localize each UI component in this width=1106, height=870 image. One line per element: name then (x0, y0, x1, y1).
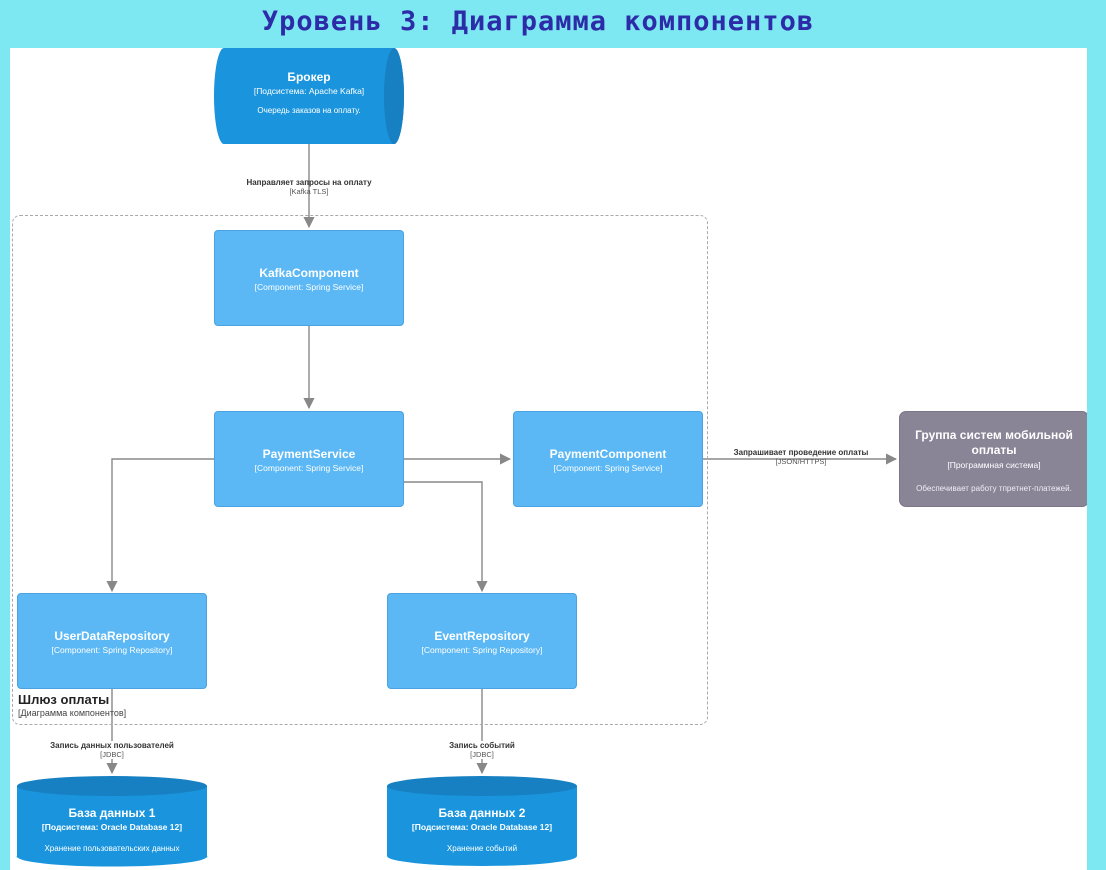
component-tech: [Component: Spring Service] (553, 463, 663, 473)
external-name: Группа систем мобильной оплаты (915, 428, 1073, 457)
arrow-payment-service-to-user-repo (106, 458, 214, 593)
component-name: KafkaComponent (259, 266, 359, 280)
diagram-canvas: Брокер [Подсистема: Apache Kafka] Очеред… (10, 48, 1087, 870)
database-name: База данных 1 (68, 806, 156, 820)
database-2-label: База данных 2 [Подсистема: Oracle Databa… (387, 806, 577, 853)
database-tech: [Подсистема: Oracle Database 12] (411, 822, 553, 832)
edge-label-event-repo-to-db2: Запись событий [JDBC] (432, 741, 532, 759)
payment-component-box[interactable]: PaymentComponent [Component: Spring Serv… (513, 411, 703, 507)
gateway-boundary (12, 215, 708, 725)
database-tech: [Подсистема: Oracle Database 12] (41, 822, 183, 832)
broker-tech: [Подсистема: Apache Kafka] (253, 86, 365, 96)
component-tech: [Component: Spring Repository] (421, 645, 543, 655)
broker-label: Брокер [Подсистема: Apache Kafka] Очеред… (224, 70, 394, 115)
component-tech: [Component: Spring Repository] (51, 645, 173, 655)
edge-label-protocol: [JDBC] (470, 750, 494, 759)
page-title: Уровень 3: Диаграмма компонентов (261, 6, 815, 37)
broker-desc: Очередь заказов на оплату. (257, 106, 361, 115)
broker-cylinder[interactable] (214, 48, 404, 144)
edge-label-broker-to-kafka: Направляет запросы на оплату [Kafka TLS] (220, 178, 398, 196)
boundary-subtitle: [Диаграмма компонентов] (18, 708, 127, 718)
external-desc: Обеспечивает работу тпретнет-платежей. (916, 484, 1072, 493)
edge-label-protocol: [JDBC] (100, 750, 124, 759)
arrow-payment-service-to-event-repo (403, 481, 488, 593)
database-1-label: База данных 1 [Подсистема: Oracle Databa… (17, 806, 207, 853)
mobile-payment-system-box[interactable]: Группа систем мобильной оплаты [Программ… (899, 411, 1087, 507)
edge-label-protocol: [Kafka TLS] (289, 187, 329, 196)
database-desc: Хранение пользовательских данных (44, 844, 180, 853)
component-tech: [Component: Spring Service] (254, 463, 364, 473)
edge-label-user-repo-to-db1: Запись данных пользователей [JDBC] (32, 741, 192, 759)
component-name: PaymentComponent (549, 447, 667, 461)
boundary-title: Шлюз оплаты (18, 692, 110, 707)
component-name: EventRepository (434, 629, 530, 643)
payment-service-box[interactable]: PaymentService [Component: Spring Servic… (214, 411, 404, 507)
edge-label-payment-to-external: Запрашивает проведение оплаты [JSON/HTTP… (726, 448, 876, 466)
event-repository-box[interactable]: EventRepository [Component: Spring Repos… (387, 593, 577, 689)
edge-label-text: Запрашивает проведение оплаты (733, 448, 869, 457)
edge-label-text: Запись данных пользователей (50, 741, 174, 750)
database-1-cylinder[interactable] (16, 776, 208, 867)
diagram-svg (16, 48, 898, 867)
database-2-cylinder[interactable] (387, 776, 577, 866)
edge-label-text: Направляет запросы на оплату (246, 178, 372, 187)
database-desc: Хранение событий (446, 844, 518, 853)
edge-label-protocol: [JSON/HTTPS] (775, 457, 827, 466)
database-name: База данных 2 (438, 806, 526, 820)
kafka-component-box[interactable]: KafkaComponent [Component: Spring Servic… (214, 230, 404, 326)
component-name: PaymentService (262, 447, 356, 461)
edge-label-text: Запись событий (449, 741, 515, 750)
component-name: UserDataRepository (54, 629, 170, 643)
broker-name: Брокер (287, 70, 331, 84)
component-tech: [Component: Spring Service] (254, 282, 364, 292)
external-tech: [Программная система] (947, 460, 1041, 470)
user-data-repository-box[interactable]: UserDataRepository [Component: Spring Re… (17, 593, 207, 689)
